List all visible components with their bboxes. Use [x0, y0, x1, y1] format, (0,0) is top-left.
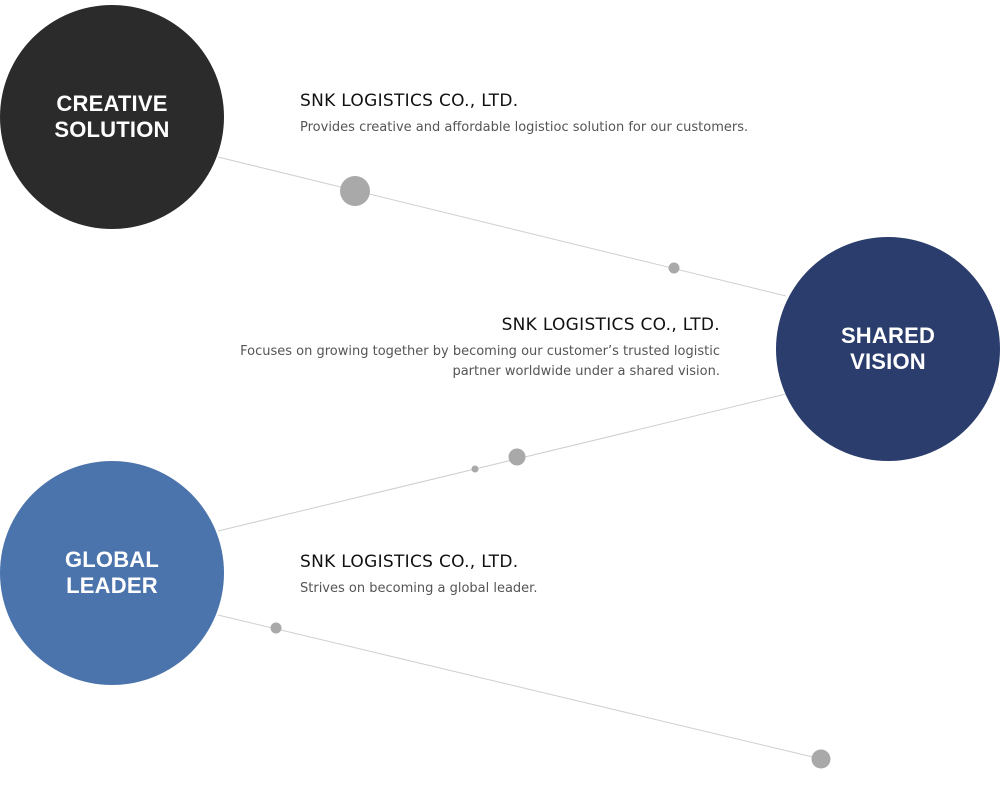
creative-solution-circle: CREATIVE SOLUTION — [0, 5, 224, 229]
description-text: Focuses on growing together by becoming … — [220, 342, 720, 382]
connector-dot — [471, 465, 479, 473]
connector-line-3 — [217, 614, 822, 760]
circle-title-line: VISION — [850, 349, 926, 374]
circle-title-line: GLOBAL — [64, 547, 160, 572]
description-line: Strives on becoming a global leader. — [300, 581, 538, 596]
circle-title-line: SOLUTION — [54, 117, 170, 142]
shared-vision-circle: SHARED VISION — [776, 237, 1000, 461]
description-line: Provides creative and affordable logisti… — [300, 120, 749, 135]
connector-dot — [340, 176, 370, 206]
shared-vision-description: SNK LOGISTICS CO., LTD. Focuses on growi… — [220, 314, 720, 382]
global-leader-circle: GLOBAL LEADER — [0, 461, 224, 685]
connector-line-1 — [217, 156, 787, 297]
connector-dot — [508, 448, 526, 466]
circle-title: CREATIVE SOLUTION — [54, 91, 169, 143]
company-name: SNK LOGISTICS CO., LTD. — [300, 552, 519, 572]
connector-dot — [668, 262, 680, 274]
global-leader-description: SNK LOGISTICS CO., LTD. Strives on becom… — [300, 551, 800, 599]
circle-title-line: SHARED — [840, 323, 936, 348]
description-line: Focuses on growing together by becoming … — [240, 344, 720, 359]
description-text: Provides creative and affordable logisti… — [300, 118, 800, 138]
connector-dot — [270, 622, 282, 634]
description-text: Strives on becoming a global leader. — [300, 579, 800, 599]
company-name: SNK LOGISTICS CO., LTD. — [501, 315, 720, 335]
company-name: SNK LOGISTICS CO., LTD. — [300, 91, 519, 111]
connector-dot — [811, 749, 831, 769]
connector-line-2 — [217, 393, 787, 532]
circle-title: SHARED VISION — [841, 323, 935, 375]
creative-solution-description: SNK LOGISTICS CO., LTD. Provides creativ… — [300, 90, 800, 138]
circle-title-line: CREATIVE — [56, 91, 168, 116]
circle-title-line: LEADER — [66, 573, 158, 598]
circle-title: GLOBAL LEADER — [65, 547, 159, 599]
description-line: partner worldwide under a shared vision. — [452, 364, 720, 379]
